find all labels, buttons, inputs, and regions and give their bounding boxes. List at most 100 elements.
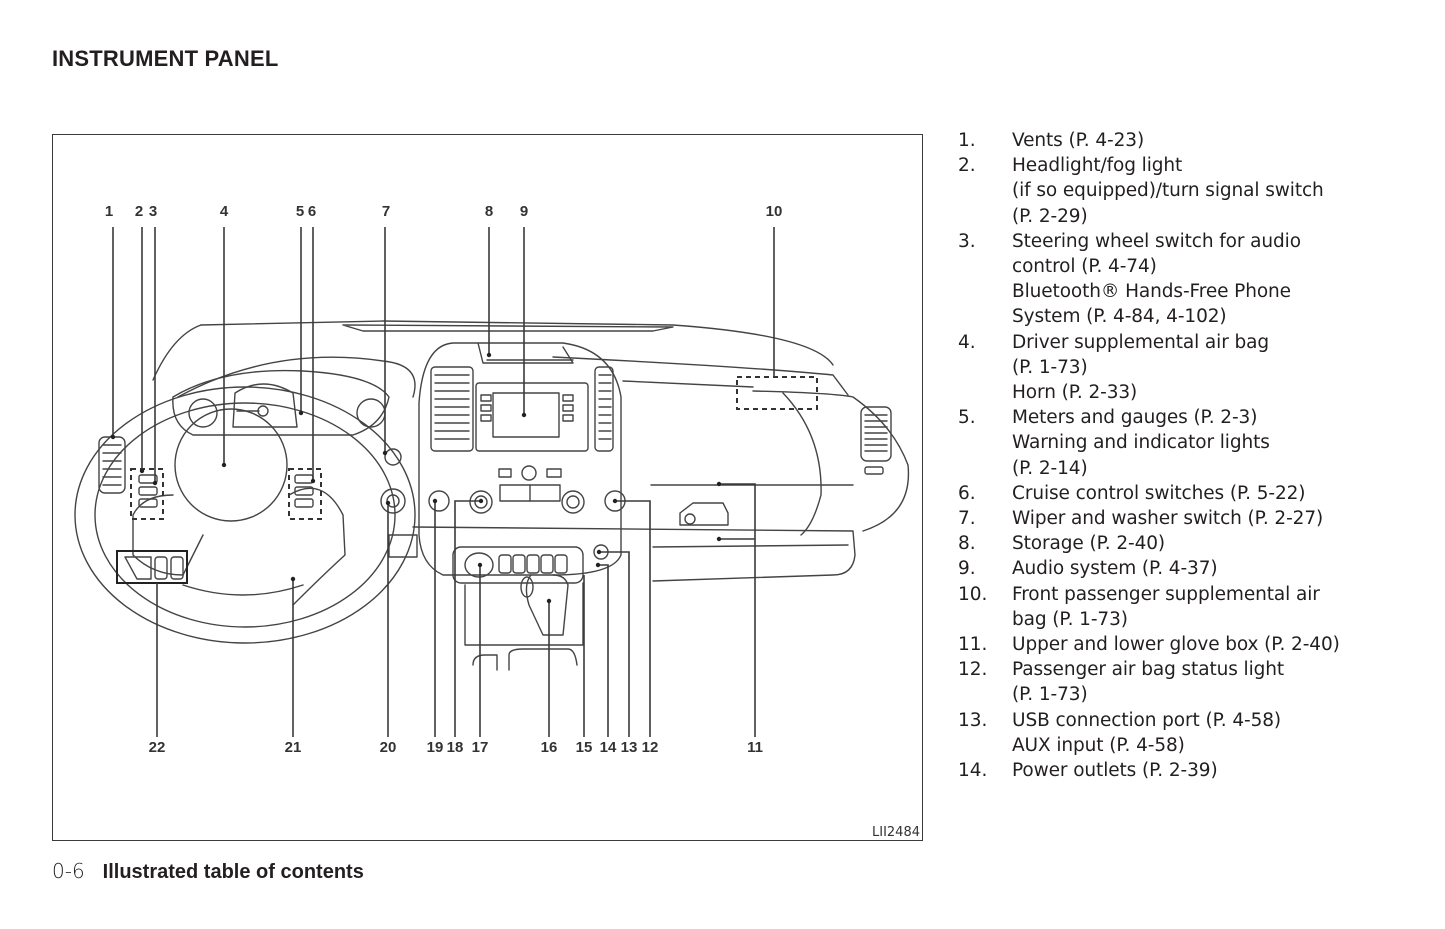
page-title: INSTRUMENT PANEL <box>52 46 279 71</box>
legend-line: control (P. 4-74) <box>1012 256 1157 278</box>
legend-item: 12. Passenger air bag status light (P. 1-7… <box>958 657 1418 707</box>
legend-item: 5. Meters and gauges (P. 2-3) Warning and … <box>958 405 1418 481</box>
legend-item: 9.Audio system (P. 4-37) <box>958 556 1418 581</box>
legend-number: 10. <box>958 583 988 605</box>
legend-line: (P. 2-14) <box>1012 457 1088 479</box>
legend-number: 3. <box>958 230 976 252</box>
callout-18: 18 <box>447 739 464 756</box>
legend-description: Audio system (P. 4-37) <box>1012 556 1418 581</box>
legend-item: 7. Wiper and washer switch (P. 2-27) <box>958 506 1418 531</box>
legend-line: Steering wheel switch for audio <box>1012 230 1301 252</box>
legend-number: 1. <box>958 130 976 151</box>
legend-line: Audio system (P. 4-37) <box>1012 558 1218 580</box>
legend-description: Headlight/fog light(if so equipped)/turn… <box>1012 153 1418 229</box>
legend-description: Passenger air bag status light (P. 1-73) <box>1012 657 1418 707</box>
legend-line: (P. 2-29) <box>1012 205 1088 227</box>
legend-line: Upper and lower glove box (P. 2-40) <box>1012 634 1340 656</box>
legend-item: 11. Upper and lower glove box (P. 2-40) <box>958 632 1418 657</box>
legend-line: Storage (P. 2-40) <box>1012 533 1166 555</box>
legend-item: 4. Driver supplemental air bag (P. 1-73) Ho… <box>958 330 1418 406</box>
callout-14: 14 <box>600 739 617 756</box>
legend-item: 1. Vents (P. 4-23) <box>958 128 1418 153</box>
legend-description: Steering wheel switch for audio control (… <box>1012 229 1418 330</box>
legend-line: Warning and indicator lights <box>1012 432 1270 454</box>
bottom-callouts: 22 21 20 19 18 17 16 15 14 13 12 11 <box>149 739 763 756</box>
callout-20: 20 <box>380 739 397 756</box>
callout-3: 3 <box>149 203 157 220</box>
legend-number: 11. <box>958 634 988 656</box>
instrument-panel-illustration: 1 2 3 4 5 6 7 8 9 10 22 21 20 19 18 17 1… <box>52 134 923 841</box>
legend-line: bag (P. 1-73) <box>1012 608 1128 630</box>
callout-7: 7 <box>382 203 390 220</box>
legend-item: 3. Steering wheel switch for audio control… <box>958 229 1418 330</box>
component-legend: 1. Vents (P. 4-23) 2. Headlight/fog light(i… <box>958 128 1418 783</box>
legend-line: Vents (P. 4-23) <box>1012 130 1145 151</box>
callout-11: 11 <box>747 739 763 756</box>
legend-description: Upper and lower glove box (P. 2-40) <box>1012 632 1418 657</box>
legend-item: 6. Cruise control switches (P. 5-22) <box>958 481 1418 506</box>
legend-line: Horn (P. 2-33) <box>1012 382 1138 404</box>
legend-line: (if so equipped)/turn signal switch <box>1012 180 1324 202</box>
legend-description: Cruise control switches (P. 5-22) <box>1012 481 1418 506</box>
legend-line: USB connection port (P. 4-58) <box>1012 709 1282 731</box>
legend-line: Passenger air bag status light <box>1012 659 1285 681</box>
legend-description: Meters and gauges (P. 2-3) Warning and in… <box>1012 405 1418 481</box>
callout-2: 2 <box>135 203 143 220</box>
legend-line: Front passenger supplemental air <box>1012 583 1320 605</box>
callout-8: 8 <box>485 203 493 220</box>
callout-13: 13 <box>621 739 638 756</box>
legend-number: 2. <box>958 155 976 177</box>
callout-9: 9 <box>520 203 528 220</box>
legend-number: 6. <box>958 482 976 504</box>
legend-number: 14. <box>958 760 988 782</box>
legend-description: Driver supplemental air bag (P. 1-73) Horn… <box>1012 330 1418 406</box>
legend-description: USB connection port (P. 4-58) AUX input (… <box>1012 708 1418 758</box>
legend-item: 14. Power outlets (P. 2-39) <box>958 758 1418 783</box>
legend-description: Power outlets (P. 2-39) <box>1012 758 1418 783</box>
leader-dots <box>110 352 722 604</box>
legend-line: Wiper and washer switch (P. 2-27) <box>1012 508 1324 530</box>
legend-description: Wiper and washer switch (P. 2-27) <box>1012 506 1418 531</box>
legend-line: (P. 1-73) <box>1012 356 1088 378</box>
callout-12: 12 <box>642 739 659 756</box>
legend-line: Meters and gauges (P. 2-3) <box>1012 407 1258 429</box>
legend-item: 2. Headlight/fog light(if so equipped)/tu… <box>958 153 1418 229</box>
dashboard-drawing: 1 2 3 4 5 6 7 8 9 10 22 21 20 19 18 17 1… <box>74 203 910 756</box>
legend-number: 13. <box>958 709 988 731</box>
page-number: 0-6 <box>52 859 85 883</box>
callout-5: 5 <box>296 203 304 220</box>
callout-6: 6 <box>308 203 316 220</box>
legend-number: 7. <box>958 508 976 530</box>
callout-21: 21 <box>285 739 302 756</box>
legend-number: 8. <box>958 533 976 555</box>
legend-line: Bluetooth® Hands-Free Phone <box>1012 281 1291 303</box>
callout-19: 19 <box>427 739 444 756</box>
callout-10: 10 <box>766 203 783 220</box>
callout-22: 22 <box>149 739 166 756</box>
legend-line: Power outlets (P. 2-39) <box>1012 760 1218 782</box>
legend-description: Storage (P. 2-40) <box>1012 531 1418 556</box>
legend-number: 5. <box>958 407 976 429</box>
legend-line: Driver supplemental air bag <box>1012 331 1270 353</box>
top-callouts: 1 2 3 4 5 6 7 8 9 10 <box>105 203 783 220</box>
callout-16: 16 <box>541 739 558 756</box>
section-title: Illustrated table of contents <box>102 861 364 883</box>
legend-item: 10. Front passenger supplemental air bag (… <box>958 582 1418 632</box>
figure-id: LII2484 <box>872 825 920 840</box>
page-footer: 0-6 Illustrated table of contents <box>52 859 364 884</box>
callout-4: 4 <box>220 203 229 220</box>
legend-item: 13. USB connection port (P. 4-58) AUX inpu… <box>958 708 1418 758</box>
callout-17: 17 <box>472 739 489 756</box>
callout-15: 15 <box>576 739 593 756</box>
legend-line: System (P. 4-84, 4-102) <box>1012 306 1227 328</box>
legend-line: Cruise control switches (P. 5-22) <box>1012 482 1306 504</box>
legend-number: 4. <box>958 331 976 353</box>
legend-number: 12. <box>958 659 988 681</box>
dashboard-outline <box>74 320 910 671</box>
legend-line: AUX input (P. 4-58) <box>1012 734 1185 756</box>
legend-line: (P. 1-73) <box>1012 684 1088 706</box>
leader-lines <box>112 227 775 737</box>
legend-item: 8. Storage (P. 2-40) <box>958 531 1418 556</box>
callout-1: 1 <box>105 203 113 220</box>
legend-description: Front passenger supplemental air bag (P. … <box>1012 582 1418 632</box>
